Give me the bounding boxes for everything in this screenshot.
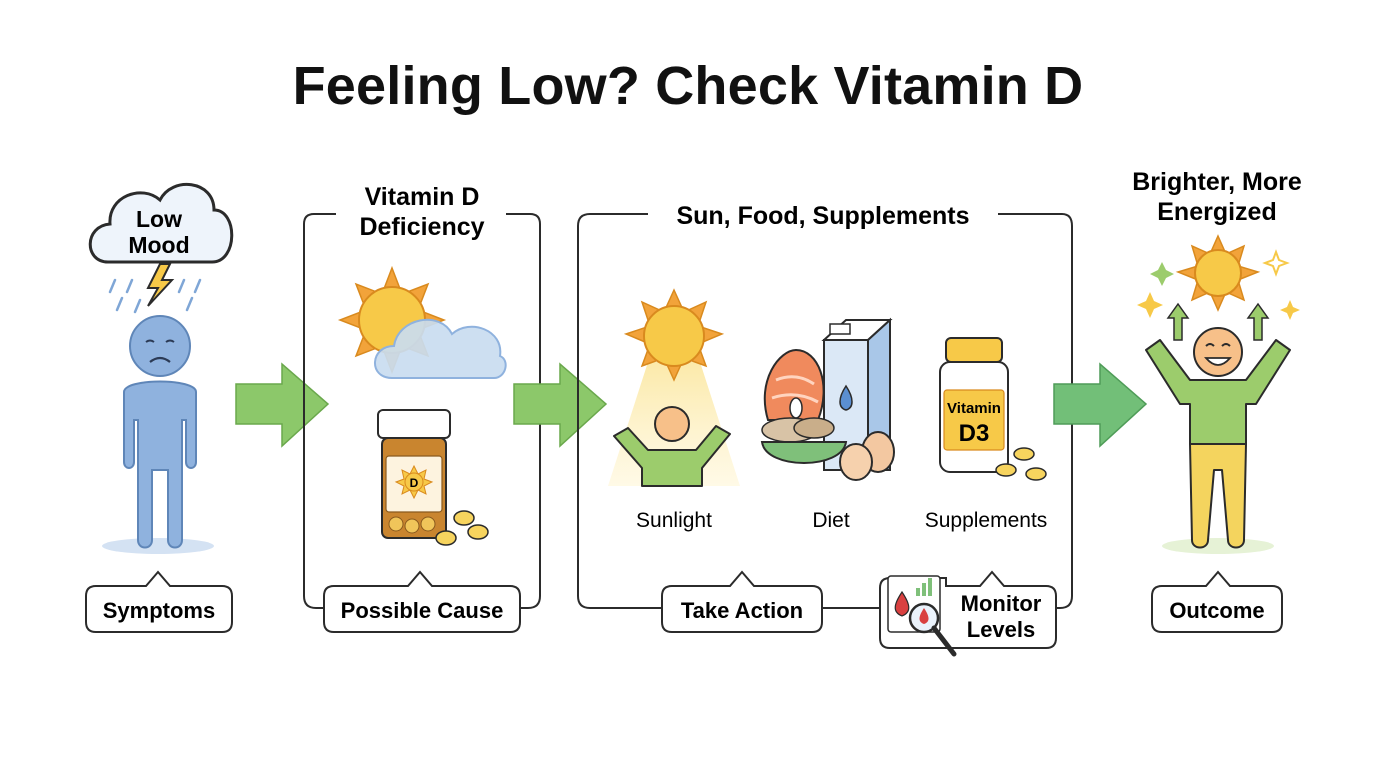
sad-person-icon xyxy=(102,315,214,554)
outcome-section: Brighter, More Energized xyxy=(1132,168,1302,633)
cloud-label-line1: Low xyxy=(136,206,182,232)
happy-person-icon xyxy=(1145,327,1291,554)
pill-label: D xyxy=(410,476,419,490)
flow-arrow-3 xyxy=(1053,362,1148,448)
pill-bottle-icon: D xyxy=(377,409,489,546)
monitor-levels-label: Monitor Levels xyxy=(879,570,1057,657)
outcome-label: Outcome xyxy=(1151,570,1283,633)
storm-cloud-icon xyxy=(88,183,234,264)
stage-cause: Possible Cause xyxy=(341,598,504,623)
action-item-supplements: Supplements xyxy=(925,509,1048,532)
symptoms-section: Low Mood xyxy=(85,183,234,633)
action-section: Sun, Food, Supplements Sunlight xyxy=(577,202,1073,657)
take-action-label: Take Action xyxy=(661,570,823,633)
deficiency-heading-line1: Vitamin D xyxy=(365,183,480,211)
supplement-bottle-icon: Vitamin D3 xyxy=(939,337,1047,481)
sparkle-icon xyxy=(1137,249,1300,320)
action-item-diet: Diet xyxy=(812,509,850,532)
blood-test-icon xyxy=(887,575,957,657)
up-arrows-icon xyxy=(1166,302,1270,341)
sun-cloud-icon xyxy=(337,265,507,379)
sunlight-icon xyxy=(608,288,740,487)
lightning-icon xyxy=(146,263,175,307)
stage-action: Take Action xyxy=(681,598,803,623)
rain-icon xyxy=(108,278,202,314)
outcome-heading-line1: Brighter, More xyxy=(1132,168,1302,196)
stage-monitor-line1: Monitor xyxy=(961,591,1042,616)
page-title: Feeling Low? Check Vitamin D xyxy=(292,56,1084,116)
possible-cause-label: Possible Cause xyxy=(323,570,521,633)
stage-symptoms: Symptoms xyxy=(103,598,215,623)
flow-arrow-1 xyxy=(235,362,330,448)
deficiency-heading-line2: Deficiency xyxy=(359,213,484,241)
flow-arrow-2 xyxy=(513,362,608,448)
bottle-label-line2: D3 xyxy=(959,420,990,447)
cloud-label-line2: Mood xyxy=(128,232,189,258)
diet-icon xyxy=(760,317,895,481)
stage-monitor-line2: Levels xyxy=(967,617,1036,642)
action-heading: Sun, Food, Supplements xyxy=(676,202,969,230)
symptoms-label: Symptoms xyxy=(85,570,233,633)
bottle-label-line1: Vitamin xyxy=(947,400,1001,417)
action-item-sunlight: Sunlight xyxy=(636,509,712,532)
stage-outcome: Outcome xyxy=(1169,598,1264,623)
outcome-heading-line2: Energized xyxy=(1157,198,1276,226)
cause-section: Vitamin D Deficiency D xyxy=(303,183,541,633)
bright-sun-icon xyxy=(1175,234,1261,312)
